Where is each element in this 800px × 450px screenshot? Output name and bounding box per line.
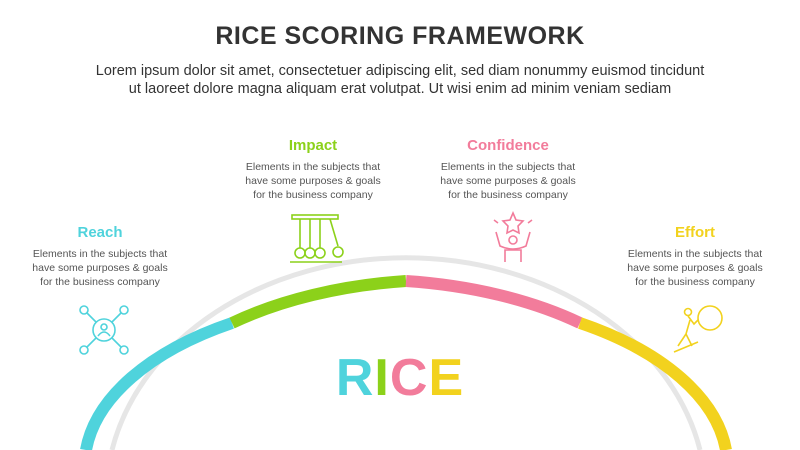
reach-arc-segment [80, 317, 234, 450]
pushing-boulder-icon [673, 305, 723, 353]
impact-description: Elements in the subjects that have some … [245, 161, 381, 201]
network-person-icon [79, 305, 129, 355]
effort-description: Elements in the subjects that have some … [627, 248, 763, 288]
page-subtitle: Lorem ipsum dolor sit amet, consectetuer… [40, 62, 760, 98]
subtitle-line-1: Lorem ipsum dolor sit amet, consectetuer… [95, 63, 705, 79]
effort-item: Effort Elements in the subjects that hav… [620, 224, 770, 289]
letter-c: C [389, 349, 429, 407]
star-achievement-icon [493, 210, 533, 262]
reach-title: Reach [77, 224, 123, 241]
confidence-description: Elements in the subjects that have some … [440, 161, 576, 201]
confidence-arc-segment [405, 275, 583, 329]
letter-i: I [374, 349, 390, 407]
letter-r: R [335, 349, 375, 407]
impact-arc-segment [229, 275, 407, 329]
rice-word: RICE [300, 348, 500, 408]
effort-title: Effort [675, 224, 715, 241]
letter-e: E [428, 349, 465, 407]
confidence-title: Confidence [467, 137, 549, 154]
confidence-item: Confidence Elements in the subjects that… [433, 137, 583, 202]
impact-item: Impact Elements in the subjects that hav… [238, 137, 388, 202]
reach-description: Elements in the subjects that have some … [32, 248, 168, 288]
effort-arc-segment [578, 317, 732, 450]
page-title: RICE SCORING FRAMEWORK [215, 22, 585, 50]
impact-title: Impact [288, 137, 338, 154]
subtitle-line-2: ut laoreet dolore magna aliquam erat vol… [128, 81, 672, 97]
reach-item: Reach Elements in the subjects that have… [25, 224, 175, 289]
newtons-cradle-icon [290, 214, 344, 263]
